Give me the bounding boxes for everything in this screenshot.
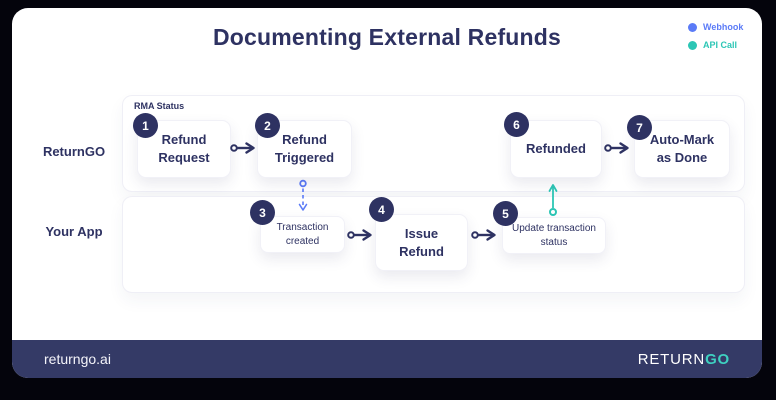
step-card-issue-refund: Issue Refund: [375, 214, 468, 271]
flow-arrow-s1-s2-icon: [230, 142, 255, 154]
step-badge-5: 5: [493, 201, 518, 226]
footer-site-text: returngo.ai: [44, 351, 111, 367]
api-call-connector-icon: [548, 184, 558, 216]
webhook-connector-icon: [298, 179, 308, 211]
step-card-update-transaction-status: Update transaction status: [502, 217, 606, 254]
step-badge-6: 6: [504, 112, 529, 137]
page-title: Documenting External Refunds: [212, 24, 562, 50]
footer-bar: returngo.ai RETURNGO: [12, 340, 762, 378]
step-badge-4: 4: [369, 197, 394, 222]
lane-label-your-app: Your App: [45, 224, 103, 239]
step-badge-2: 2: [255, 113, 280, 138]
logo-text-go: GO: [705, 350, 730, 368]
legend-item-api-call: API Call: [688, 40, 743, 50]
api-call-dot-icon: [688, 40, 697, 50]
legend-item-webhook: Webhook: [688, 22, 743, 32]
flow-arrow-s6-s7-icon: [604, 142, 629, 154]
legend-label-webhook: Webhook: [703, 22, 744, 32]
step-badge-3: 3: [250, 200, 275, 225]
legend: Webhook API Call: [688, 22, 743, 50]
logo-text-return: RETURN: [637, 350, 706, 368]
webhook-dot-icon: [688, 22, 697, 32]
returngo-logo: RETURNGO: [638, 351, 730, 368]
main-panel: [12, 8, 762, 378]
lane-label-returngo: ReturnGO: [42, 144, 106, 159]
step-badge-1: 1: [133, 113, 158, 138]
step-badge-7: 7: [627, 115, 652, 140]
lane-tag-rma-status: RMA Status: [134, 101, 185, 111]
legend-label-api-call: API Call: [703, 40, 738, 50]
flow-arrow-s3-s4-icon: [347, 229, 372, 241]
step-card-transaction-created: Transaction created: [260, 216, 345, 253]
flow-arrow-s4-s5-icon: [471, 229, 496, 241]
